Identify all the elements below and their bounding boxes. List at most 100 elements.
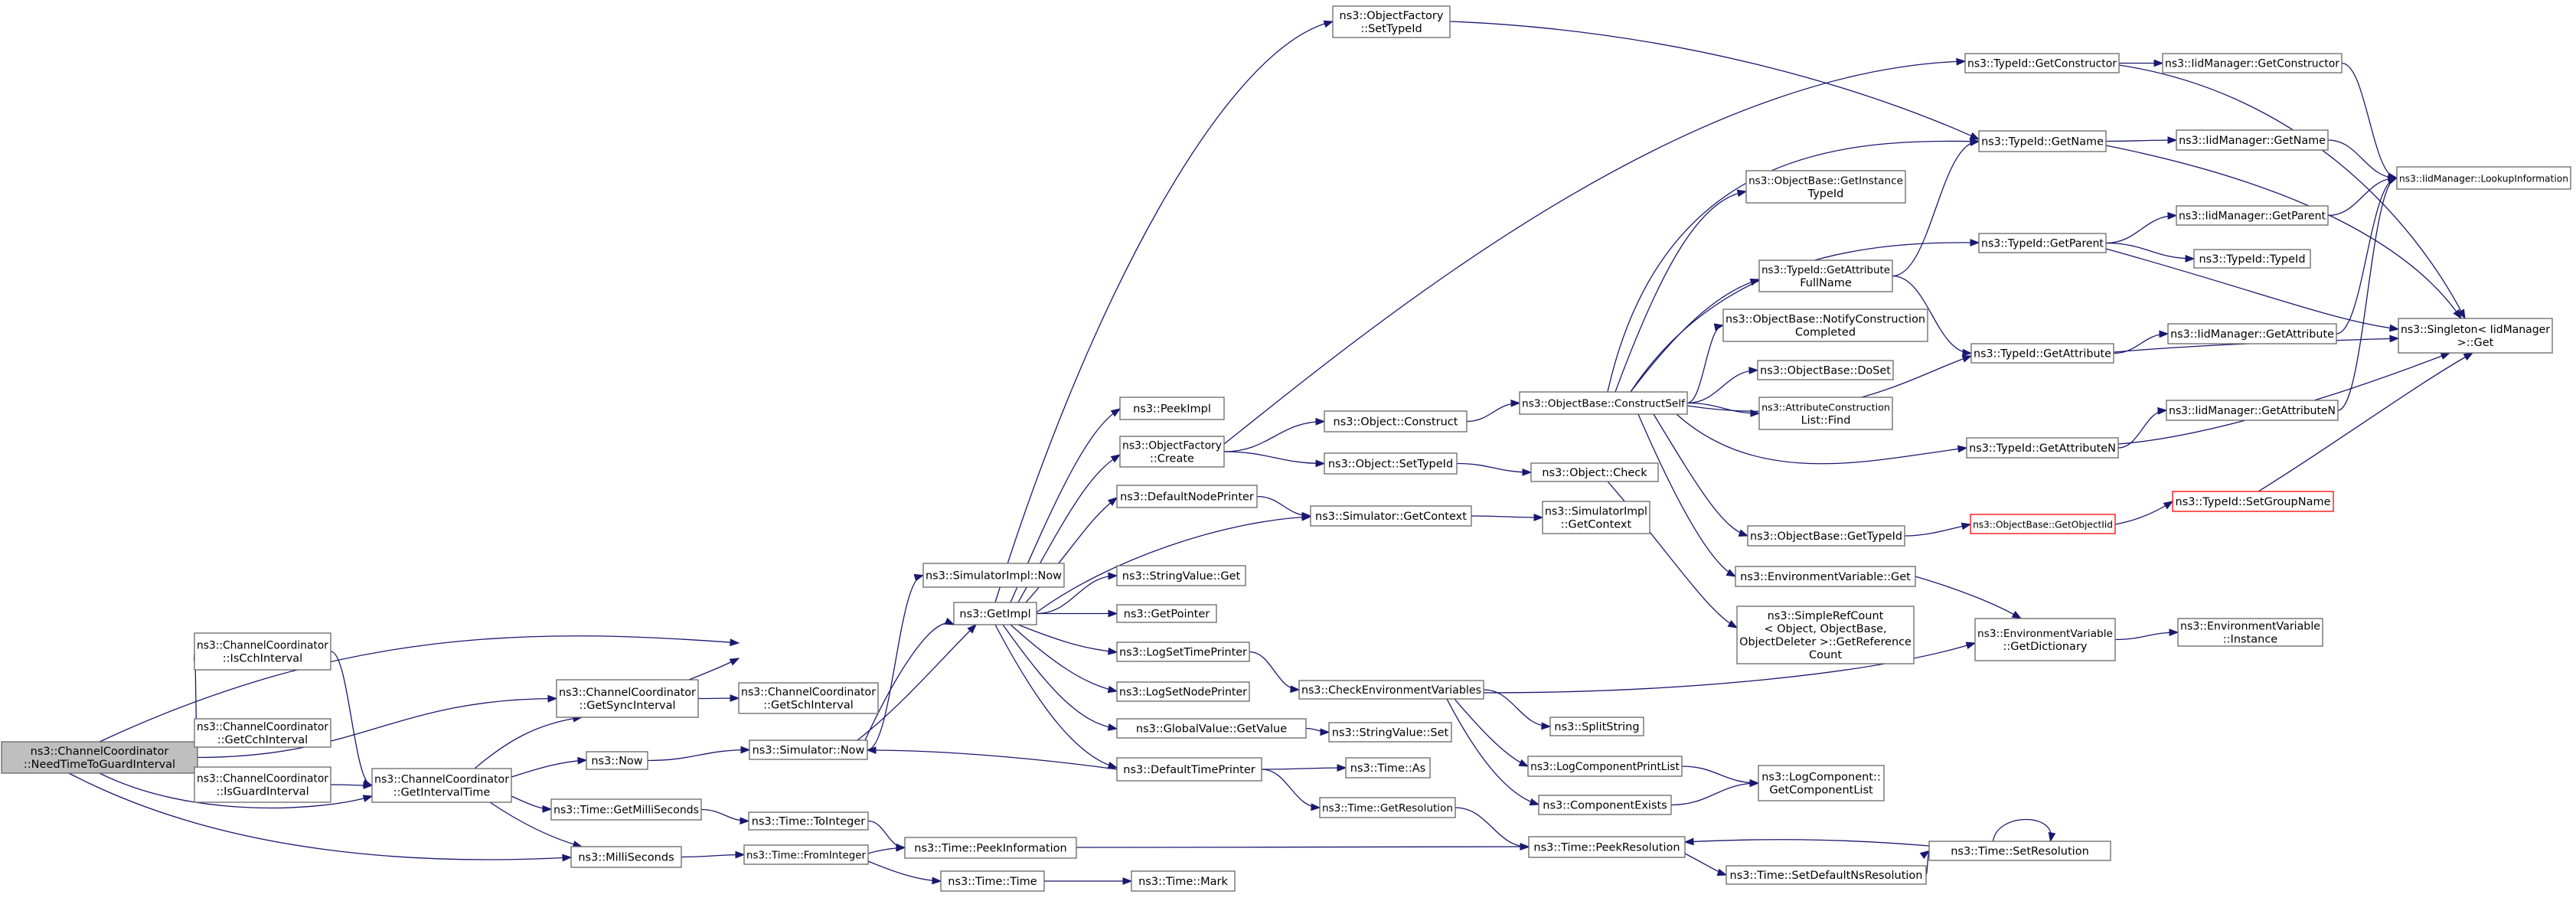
node-box[interactable]: [1542, 501, 1650, 534]
node-box[interactable]: [1345, 757, 1431, 779]
graph-node-n8[interactable]: ns3::Simulator::Now: [749, 739, 868, 760]
node-box[interactable]: [2176, 129, 2329, 151]
node-box[interactable]: [1747, 525, 1905, 547]
node-box[interactable]: [2177, 618, 2323, 647]
node-box[interactable]: [570, 846, 682, 868]
node-box[interactable]: [1116, 565, 1246, 586]
node-box[interactable]: [2398, 318, 2553, 354]
graph-node-n64[interactable]: ns3::IidManager::GetAttribute: [2167, 323, 2337, 344]
graph-node-n67[interactable]: ns3::EnvironmentVariable::Instance: [2177, 618, 2323, 647]
graph-node-n58[interactable]: ns3::LogComponent::GetComponentList: [1758, 765, 1885, 801]
node-box[interactable]: [2172, 491, 2334, 512]
graph-node-n34[interactable]: ns3::Time::GetResolution: [1319, 797, 1456, 818]
node-box[interactable]: [1116, 641, 1250, 662]
node-box[interactable]: [2162, 53, 2343, 73]
node-box[interactable]: [1116, 604, 1217, 623]
graph-node-n49[interactable]: ns3::Time::PeekResolution: [1528, 836, 1686, 858]
graph-node-n23[interactable]: ns3::GetPointer: [1116, 604, 1217, 623]
graph-node-n47[interactable]: ns3::LogComponentPrintList: [1527, 756, 1683, 777]
node-box[interactable]: [1970, 514, 2116, 534]
node-box[interactable]: [1298, 680, 1484, 700]
graph-node-n66[interactable]: ns3::TypeId::SetGroupName: [2172, 491, 2334, 512]
graph-node-n65[interactable]: ns3::IidManager::GetAttributeN: [2166, 400, 2339, 421]
node-box[interactable]: [743, 844, 869, 865]
node-box[interactable]: [1324, 452, 1458, 475]
graph-node-n48[interactable]: ns3::ComponentExists: [1538, 795, 1672, 815]
graph-node-n43[interactable]: ns3::ObjectBase::GetTypeId: [1747, 525, 1905, 547]
node-box[interactable]: [738, 682, 879, 714]
graph-node-n53[interactable]: ns3::TypeId::GetParent: [1978, 233, 2107, 253]
node-box[interactable]: [2396, 166, 2571, 190]
node-box[interactable]: [1, 741, 198, 774]
node-box[interactable]: [749, 739, 868, 760]
graph-node-n20[interactable]: ns3::ObjectFactory::Create: [1119, 436, 1225, 468]
node-box[interactable]: [1928, 841, 2111, 861]
node-box[interactable]: [2166, 400, 2339, 421]
node-box[interactable]: [1722, 308, 1928, 342]
graph-node-n21[interactable]: ns3::DefaultNodePrinter: [1116, 485, 1258, 508]
graph-node-n3[interactable]: ns3::ChannelCoordinator::GetSchInterval: [738, 682, 879, 714]
graph-node-n7[interactable]: ns3::Now: [586, 751, 648, 770]
node-box[interactable]: [1736, 606, 1915, 664]
graph-node-n17[interactable]: ns3::Time::Mark: [1131, 870, 1236, 892]
graph-node-n30[interactable]: ns3::Simulator::GetContext: [1310, 505, 1472, 527]
node-box[interactable]: [1324, 410, 1468, 433]
node-box[interactable]: [1116, 718, 1307, 739]
graph-node-n68[interactable]: ns3::IidManager::LookupInformation: [2396, 166, 2571, 190]
node-box[interactable]: [550, 798, 702, 821]
node-box[interactable]: [2167, 323, 2337, 344]
node-box[interactable]: [2176, 205, 2329, 226]
node-box[interactable]: [1758, 260, 1893, 292]
node-box[interactable]: [1310, 505, 1472, 527]
node-box[interactable]: [1527, 756, 1683, 777]
node-box[interactable]: [1549, 717, 1644, 736]
node-box[interactable]: [922, 563, 1065, 588]
graph-node-n52[interactable]: ns3::TypeId::GetName: [1978, 130, 2107, 152]
graph-node-n12[interactable]: ns3::Time::ToInteger: [748, 811, 869, 831]
node-box[interactable]: [1530, 462, 1659, 482]
node-box[interactable]: [1745, 170, 1906, 204]
node-box[interactable]: [1758, 397, 1893, 430]
graph-node-n40[interactable]: ns3::ObjectBase::NotifyConstructionCompl…: [1722, 308, 1928, 342]
node-box[interactable]: [1735, 566, 1916, 587]
graph-node-n41[interactable]: ns3::ObjectBase::DoSet: [1757, 360, 1894, 380]
node-box[interactable]: [371, 768, 512, 803]
node-box[interactable]: [1119, 397, 1225, 420]
graph-node-n13[interactable]: ns3::MilliSeconds: [570, 846, 682, 868]
graph-node-n57[interactable]: ns3::EnvironmentVariable::GetDictionary: [1974, 618, 2116, 661]
graph-node-n69[interactable]: ns3::Singleton< IidManager >::Get: [2398, 318, 2553, 354]
node-box[interactable]: [194, 766, 331, 803]
graph-node-n29[interactable]: ns3::Object::SetTypeId: [1324, 452, 1458, 475]
graph-node-n33[interactable]: ns3::Time::As: [1345, 757, 1431, 779]
graph-node-n51[interactable]: ns3::TypeId::GetConstructor: [1964, 53, 2120, 73]
node-box[interactable]: [1725, 865, 1927, 885]
graph-node-n32[interactable]: ns3::StringValue::Set: [1328, 722, 1452, 743]
node-box[interactable]: [1964, 53, 2120, 73]
graph-node-n59[interactable]: ns3::Time::SetResolution: [1928, 841, 2111, 861]
node-box[interactable]: [1758, 765, 1885, 801]
graph-node-n14[interactable]: ns3::Time::FromInteger: [743, 844, 869, 865]
node-box[interactable]: [1116, 485, 1258, 508]
graph-node-n26[interactable]: ns3::GlobalValue::GetValue: [1116, 718, 1307, 739]
graph-node-n63[interactable]: ns3::TypeId::TypeId: [2193, 249, 2311, 269]
node-box[interactable]: [586, 751, 648, 770]
node-box[interactable]: [1538, 795, 1672, 815]
node-box[interactable]: [904, 837, 1077, 859]
graph-node-n31[interactable]: ns3::CheckEnvironmentVariables: [1298, 680, 1484, 700]
node-box[interactable]: [1757, 360, 1894, 380]
graph-node-n45[interactable]: ns3::SimpleRefCount< Object, ObjectBase,…: [1736, 606, 1915, 664]
graph-node-n61[interactable]: ns3::IidManager::GetName: [2176, 129, 2329, 151]
graph-node-n19[interactable]: ns3::PeekImpl: [1119, 397, 1225, 420]
node-box[interactable]: [194, 718, 331, 748]
graph-node-n46[interactable]: ns3::SplitString: [1549, 717, 1644, 736]
graph-node-n10[interactable]: ns3::GetImpl: [953, 602, 1037, 625]
graph-node-n16[interactable]: ns3::Time::Time: [940, 870, 1045, 892]
node-box[interactable]: [1966, 437, 2119, 459]
node-box[interactable]: [1519, 391, 1688, 415]
graph-node-n5[interactable]: ns3::ChannelCoordinator::IsGuardInterval: [194, 766, 331, 803]
graph-node-n24[interactable]: ns3::LogSetTimePrinter: [1116, 641, 1250, 662]
node-box[interactable]: [1328, 722, 1452, 743]
